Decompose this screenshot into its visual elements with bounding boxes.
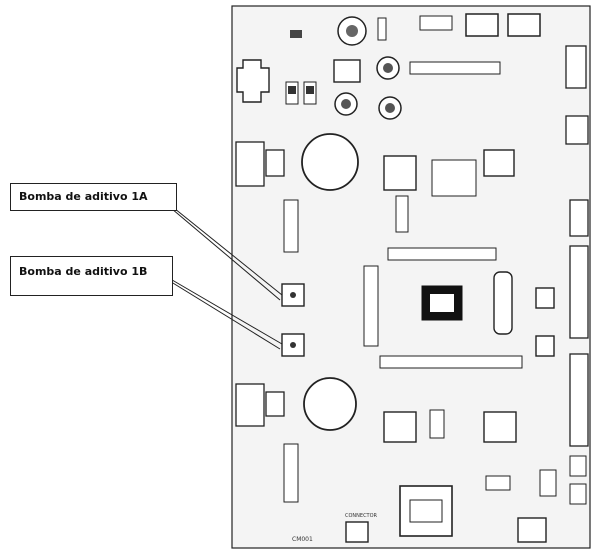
mcu-chip-window bbox=[430, 294, 454, 312]
callout-b-leader bbox=[154, 269, 283, 345]
rj-connector bbox=[399, 485, 453, 537]
right-terminal-b bbox=[569, 245, 589, 339]
vertical-header-left bbox=[283, 199, 299, 253]
diode-mark-a bbox=[288, 86, 296, 94]
right-connector-2 bbox=[565, 115, 589, 145]
upper-left-regulator bbox=[265, 149, 285, 177]
lower-relay-right bbox=[483, 411, 517, 443]
callout-bomba-1b: Bomba de aditivo 1B bbox=[10, 256, 173, 296]
lower-vertical-header bbox=[283, 443, 299, 503]
callout-a-leader-2 bbox=[158, 197, 281, 301]
diode-mark-b bbox=[306, 86, 314, 94]
right-connector-1 bbox=[565, 45, 587, 89]
big-capacitor-upper bbox=[301, 133, 359, 191]
top-header-1 bbox=[419, 15, 453, 31]
right-terminal-a bbox=[569, 199, 589, 237]
bottom-right-part-a bbox=[485, 475, 511, 491]
cm001-label: CM001 bbox=[292, 536, 313, 543]
vertical-header-mcu bbox=[363, 265, 379, 347]
upper-cap-1-inner bbox=[383, 63, 393, 73]
callout-a-leader bbox=[158, 195, 283, 296]
lower-left-regulator bbox=[265, 391, 285, 417]
right-small-b bbox=[569, 483, 587, 505]
right-button-b bbox=[535, 335, 555, 357]
big-capacitor-lower bbox=[303, 377, 357, 431]
top-small-part bbox=[290, 30, 302, 38]
relay-block-left bbox=[383, 155, 417, 191]
top-part-c bbox=[377, 17, 387, 41]
lower-relay-left bbox=[383, 411, 417, 443]
right-terminal-c bbox=[569, 353, 589, 447]
mid-header-row bbox=[387, 247, 497, 261]
right-small-a bbox=[569, 455, 587, 477]
pump-1b-dot bbox=[290, 342, 296, 348]
top-connector-2 bbox=[465, 13, 499, 37]
left-upper-connector bbox=[236, 59, 270, 103]
lower-header-row bbox=[379, 355, 523, 369]
callout-b-leader-2 bbox=[154, 271, 281, 350]
lower-resistors bbox=[429, 409, 445, 439]
crystal bbox=[493, 271, 513, 335]
lower-left-connector bbox=[235, 383, 265, 427]
vertical-header-mid bbox=[395, 195, 409, 233]
upper-transistor bbox=[333, 59, 361, 83]
relay-block-right bbox=[483, 149, 515, 177]
rj-connector-inner bbox=[409, 499, 443, 523]
top-capacitor-inner bbox=[346, 25, 358, 37]
callout-bomba-1a: Bomba de aditivo 1A bbox=[10, 183, 177, 211]
pump-1a-dot bbox=[290, 292, 296, 298]
bottom-small-connector bbox=[345, 521, 369, 543]
upper-cap-3-inner bbox=[385, 103, 395, 113]
upper-left-connector bbox=[235, 141, 265, 187]
right-button-a bbox=[535, 287, 555, 309]
bottom-connector-label: CONNECTOR bbox=[345, 513, 378, 519]
resistor-array bbox=[431, 159, 477, 197]
bottom-right-part-c bbox=[539, 469, 557, 497]
upper-cap-2-inner bbox=[341, 99, 351, 109]
top-connector-3 bbox=[507, 13, 541, 37]
upper-header-row bbox=[409, 61, 501, 75]
bottom-right-part-b bbox=[517, 517, 547, 543]
